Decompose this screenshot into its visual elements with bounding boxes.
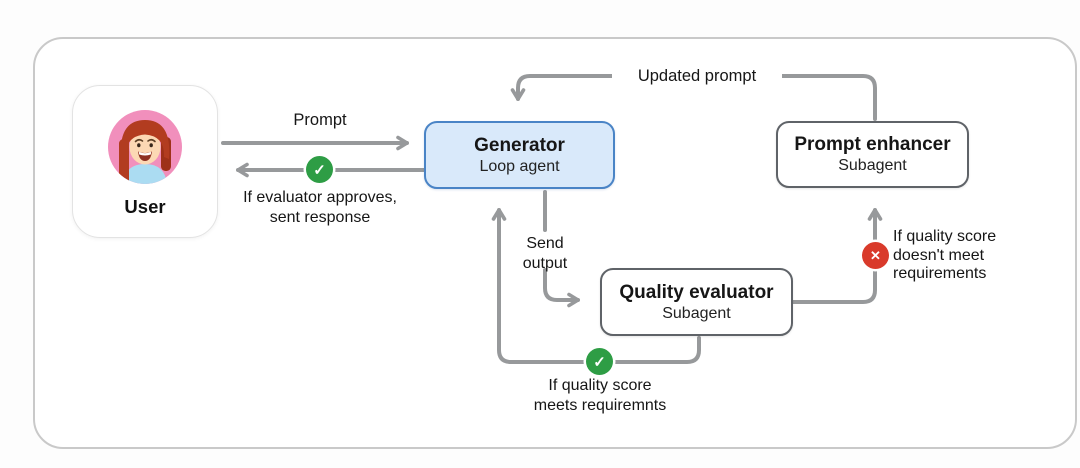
label-prompt: Prompt [293, 111, 347, 129]
label-loop-fail: If quality score doesn't meet requiremen… [893, 228, 997, 283]
quality-evaluator-title: Quality evaluator [619, 281, 774, 303]
quality-evaluator-subtitle: Subagent [662, 304, 731, 322]
x-icon: ✕ [862, 242, 889, 269]
node-generator: Generator Loop agent [424, 121, 615, 189]
check-icon: ✓ [586, 348, 613, 375]
node-prompt-enhancer: Prompt enhancer Subagent [776, 121, 969, 188]
label-updated-prompt: Updated prompt [612, 66, 782, 87]
label-response: If evaluator approves, sent response [243, 189, 397, 227]
user-avatar [108, 110, 182, 184]
prompt-enhancer-subtitle: Subagent [838, 157, 907, 175]
node-quality-evaluator: Quality evaluator Subagent [600, 268, 793, 336]
label-loop-pass: If quality score meets requiremnts [533, 377, 667, 415]
user-label: User [124, 196, 166, 217]
label-send-output: Send output [522, 235, 568, 273]
prompt-enhancer-title: Prompt enhancer [794, 134, 951, 156]
generator-title: Generator [474, 134, 565, 156]
node-user: User [72, 85, 218, 238]
generator-subtitle: Loop agent [479, 157, 560, 175]
check-icon: ✓ [306, 156, 333, 183]
